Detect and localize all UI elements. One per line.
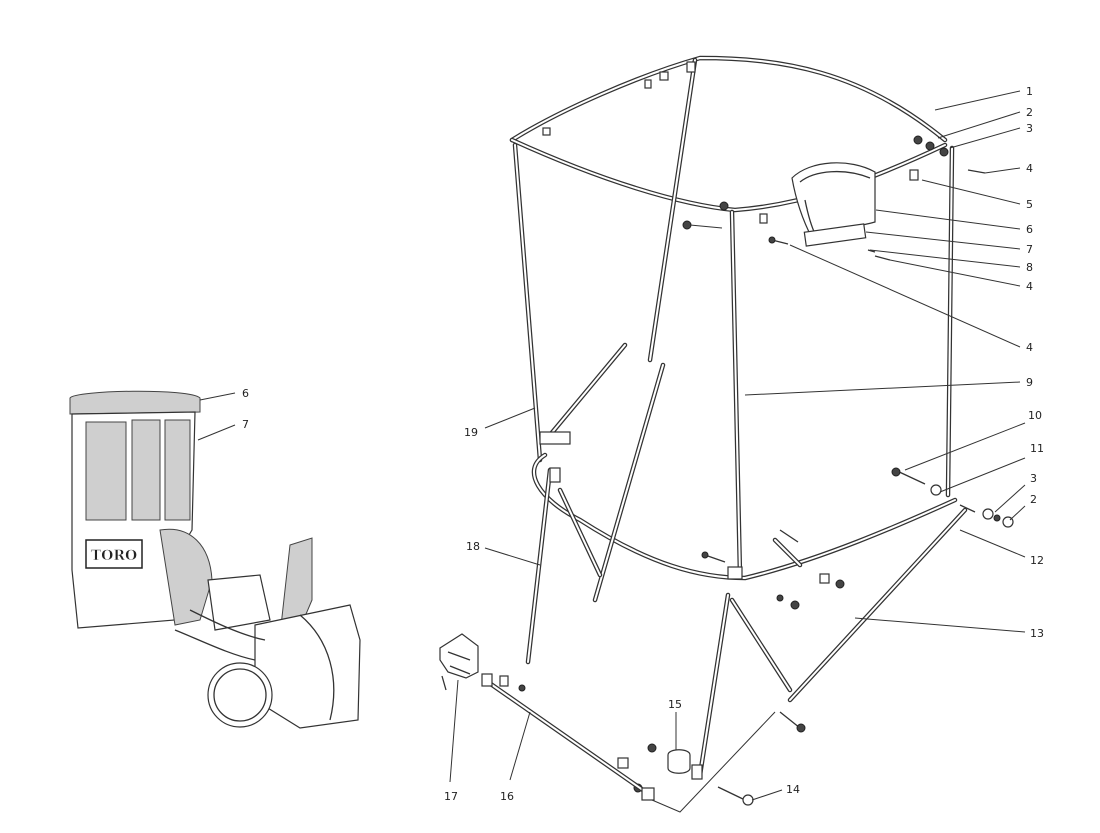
callout-17: 17 [444,790,458,803]
callout-2: 2 [1026,106,1033,119]
callout-1: 1 [1026,85,1033,98]
clamp-part-15 [667,749,691,774]
callout-15: 15 [668,698,682,711]
callout-13: 13 [1030,627,1044,640]
toro-logo-plate [85,539,143,569]
callout-4: 4 [1026,341,1033,354]
callout-4: 4 [1026,280,1033,293]
roof-cap-part-6 [791,162,876,247]
bracket-part-17 [439,633,479,691]
fasteners [518,135,1014,806]
callout-11: 11 [1030,442,1044,455]
callout-6: 6 [242,387,249,400]
callout-4: 4 [1026,162,1033,175]
bar-part-16 [481,673,655,801]
callout-18: 18 [466,540,480,553]
callout-16: 16 [500,790,514,803]
cab-frame [509,55,968,780]
callout-9: 9 [1026,376,1033,389]
callout-12: 12 [1030,554,1044,567]
callout-5: 5 [1026,198,1033,211]
callout-2: 2 [1030,493,1037,506]
callout-8: 8 [1026,261,1033,274]
callout-3: 3 [1026,122,1033,135]
callout-leaders [197,90,1026,801]
callout-7: 7 [1026,243,1033,256]
snowblower-illustration: TORO [69,390,361,729]
callout-14: 14 [786,783,800,796]
brand-logo-text: TORO [91,548,137,564]
callout-7: 7 [242,418,249,431]
callout-3: 3 [1030,472,1037,485]
callout-10: 10 [1028,409,1042,422]
callout-19: 19 [464,426,478,439]
callout-6: 6 [1026,223,1033,236]
callout-labels: 1 2 3 4 5 6 7 8 4 4 9 10 11 3 2 12 13 14… [242,85,1044,803]
